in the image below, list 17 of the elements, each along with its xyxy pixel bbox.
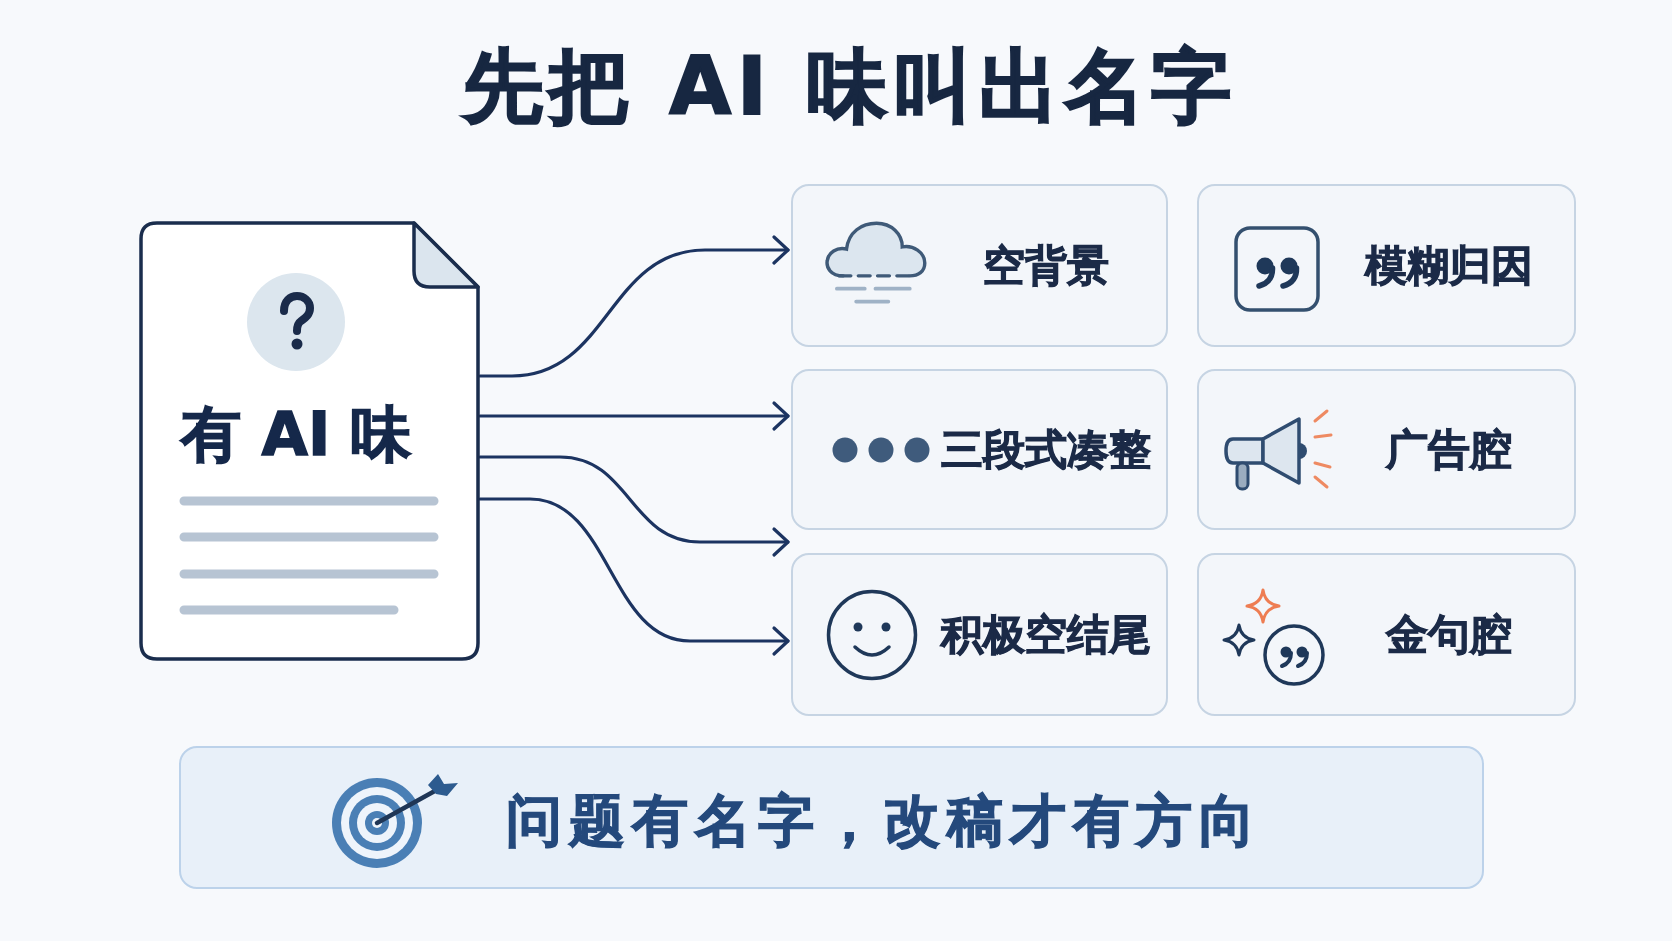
category-card <box>791 184 1168 347</box>
card-label: 积极空结尾 <box>941 610 1151 660</box>
document-title: 有 AI 味 <box>180 399 412 469</box>
title: 先把 AI 味叫出名字 <box>463 43 1237 131</box>
card-label: 空背景 <box>983 241 1109 291</box>
card-label: 金句腔 <box>1386 610 1512 660</box>
banner-text: 问题有名字，改稿才有方向 <box>506 788 1262 854</box>
document-shape <box>139 221 480 661</box>
card-label: 模糊归因 <box>1365 241 1533 291</box>
category-card <box>1197 553 1576 716</box>
card-label: 三段式凑整 <box>941 425 1151 475</box>
category-card <box>791 553 1168 716</box>
category-card <box>1197 184 1576 347</box>
category-card <box>791 369 1168 530</box>
card-label: 广告腔 <box>1386 425 1512 475</box>
category-card <box>1197 369 1576 530</box>
summary-banner <box>179 746 1484 889</box>
